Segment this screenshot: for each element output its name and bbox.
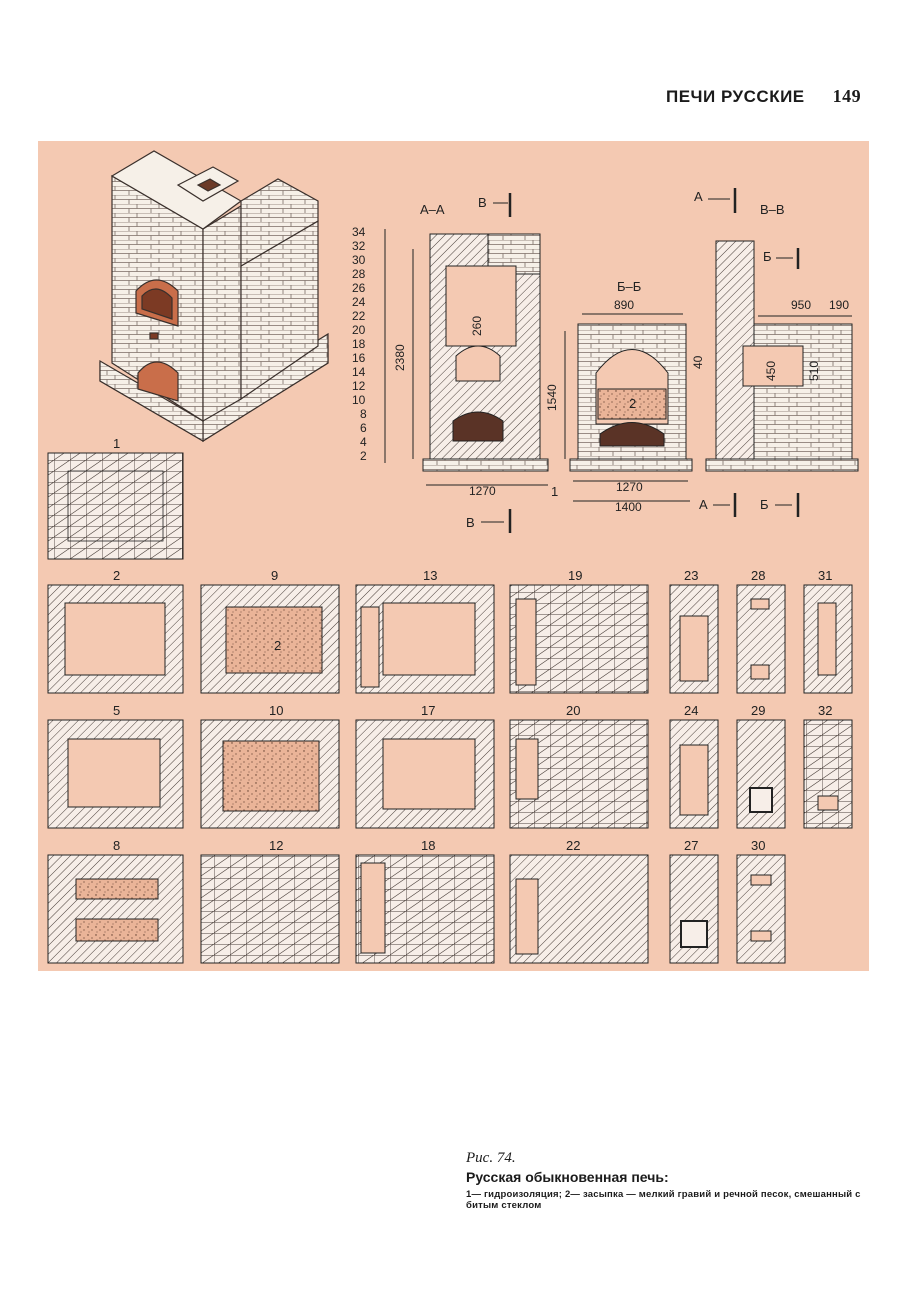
plan-number: 20 [566, 703, 580, 718]
layer-marker: 1 [551, 484, 558, 499]
dimension-label: 1400 [615, 500, 642, 514]
scale-tick: 8 [360, 407, 367, 421]
plan-number: 1 [113, 436, 120, 451]
section-marker: В [466, 515, 475, 530]
section-marker: Б [763, 249, 772, 264]
section-title: В–В [760, 202, 785, 217]
scale-tick: 12 [352, 379, 366, 393]
plan-number: 18 [421, 838, 435, 853]
isometric-stove-view [99, 150, 329, 443]
figure-caption: Рис. 74. Русская обыкновенная печь: 1— г… [466, 1150, 871, 1211]
figure-number: Рис. 74. [466, 1150, 516, 1166]
scale-tick: 22 [352, 309, 366, 323]
scale-tick: 32 [352, 239, 366, 253]
plan-number: 5 [113, 703, 120, 718]
plan-number: 12 [269, 838, 283, 853]
plan-number: 9 [271, 568, 278, 583]
scale-tick: 14 [352, 365, 366, 379]
plan-number: 17 [421, 703, 435, 718]
section-b-b: Б–Б 890 2 1540 1 1270 1400 [545, 279, 693, 514]
scale-tick: 4 [360, 435, 367, 449]
course-plan [47, 854, 184, 964]
plan-number: 10 [269, 703, 283, 718]
scale-tick: 18 [352, 337, 366, 351]
section-title: ПЕЧИ РУССКИЕ [666, 87, 805, 106]
plan-number: 29 [751, 703, 765, 718]
scale-tick: 6 [360, 421, 367, 435]
plan-number: 13 [423, 568, 437, 583]
scale-tick: 16 [352, 351, 366, 365]
scale-tick: 10 [352, 393, 366, 407]
dimension-label: 510 [807, 361, 821, 381]
section-marker: Б [760, 497, 769, 512]
section-title: Б–Б [617, 279, 641, 294]
dimension-label: 1270 [616, 480, 643, 494]
figure-title: Русская обыкновенная печь: [466, 1169, 669, 1185]
course-plans: 1 2 9 2 13 19 23 28 31 5 10 [47, 436, 853, 964]
dimension-label: 1540 [545, 384, 559, 411]
dimension-label: 1270 [469, 484, 496, 498]
section-marker: В [478, 195, 487, 210]
section-marker: А [694, 189, 703, 204]
plan-number: 32 [818, 703, 832, 718]
figure-plate: 34 32 30 28 26 24 22 20 18 16 14 12 10 8… [38, 141, 869, 971]
dimension-label: 890 [614, 298, 634, 312]
scale-tick: 24 [352, 295, 366, 309]
plan-number: 8 [113, 838, 120, 853]
scale-tick: 30 [352, 253, 366, 267]
plan-number: 2 [113, 568, 120, 583]
course-plan [803, 719, 853, 829]
section-a-a: А–А В 2380 260 1270 В [393, 193, 549, 533]
figure-legend: 1— гидроизоляция; 2— засыпка — мелкий гр… [466, 1189, 861, 1211]
plan-number: 19 [568, 568, 582, 583]
dimension-label: 950 [791, 298, 811, 312]
dimension-label: 450 [764, 361, 778, 381]
plan-number: 28 [751, 568, 765, 583]
scale-tick: 2 [360, 449, 367, 463]
plan-number: 31 [818, 568, 832, 583]
page-number: 149 [832, 86, 862, 106]
height-scale: 34 32 30 28 26 24 22 20 18 16 14 12 10 8… [352, 225, 386, 463]
fill-marker: 2 [629, 396, 636, 411]
course-plan [736, 854, 786, 964]
plan-number: 24 [684, 703, 698, 718]
plan-number: 27 [684, 838, 698, 853]
dimension-label: 260 [470, 316, 484, 336]
dimension-label: 190 [829, 298, 849, 312]
section-v-v: А В–В Б 950 190 40 450 510 А Б [691, 188, 859, 517]
scale-tick: 34 [352, 225, 366, 239]
course-plan [200, 854, 340, 964]
page-header: ПЕЧИ РУССКИЕ 149 [666, 86, 861, 107]
fill-marker: 2 [274, 638, 281, 653]
scale-tick: 28 [352, 267, 366, 281]
figure-drawing: 34 32 30 28 26 24 22 20 18 16 14 12 10 8… [47, 150, 859, 964]
scale-tick: 20 [352, 323, 366, 337]
dimension-label: 40 [691, 355, 705, 369]
section-title: А–А [420, 202, 445, 217]
plan-number: 22 [566, 838, 580, 853]
plan-number: 23 [684, 568, 698, 583]
section-marker: А [699, 497, 708, 512]
dimension-label: 2380 [393, 344, 407, 371]
scale-tick: 26 [352, 281, 366, 295]
plan-number: 30 [751, 838, 765, 853]
